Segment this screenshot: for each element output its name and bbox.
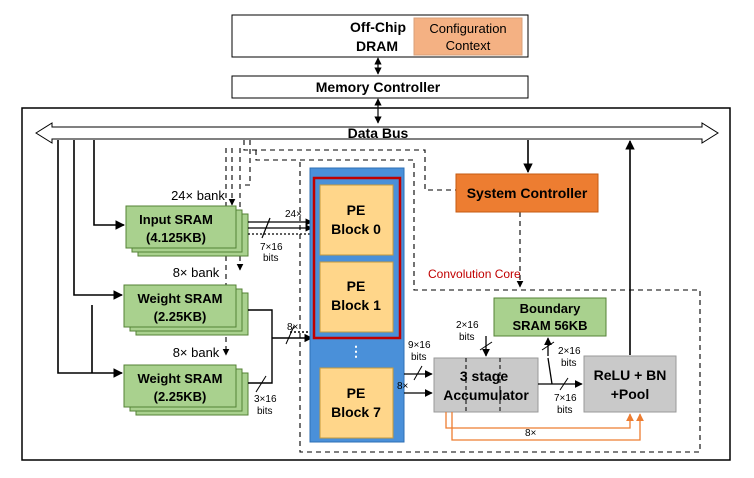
orange-feedback-lines xyxy=(445,412,644,441)
dram-title-line2: DRAM xyxy=(356,38,398,54)
system-controller: System Controller xyxy=(455,173,599,213)
pe-array: PE Block 0 PE Block 1 ⋮ PE Block 7 xyxy=(309,167,405,443)
input-bits-label-2: bits xyxy=(263,253,279,264)
relu-bn-pool: ReLU + BN +Pool xyxy=(583,355,677,413)
pe-acc-bits-2: bits xyxy=(411,352,427,363)
boundary-sram: Boundary SRAM 56KB xyxy=(493,297,607,337)
bottom-8x-label: 8× xyxy=(525,428,537,439)
weight-bits-label-2: bits xyxy=(257,406,273,417)
weight-sram-2-bank: 8× bank xyxy=(173,345,220,360)
accumulator-line1: 3 stage xyxy=(460,368,508,384)
pe-block-1-line2: Block 1 xyxy=(331,297,381,313)
weight-sram-2-line2: (2.25KB) xyxy=(154,389,207,404)
system-controller-label: System Controller xyxy=(467,185,588,201)
boundary-out-bits-1: 2×16 xyxy=(558,346,581,357)
configuration-context-box xyxy=(413,17,523,56)
memory-controller-label: Memory Controller xyxy=(316,79,441,95)
weight-to-pe-bus xyxy=(248,309,313,393)
boundary-acc-links xyxy=(479,336,583,391)
input-sram-line2: (4.125KB) xyxy=(146,230,206,245)
pe-block-1: PE Block 1 xyxy=(319,261,394,333)
data-bus-label: Data Bus xyxy=(348,125,409,141)
weight-sram-1-bank: 8× bank xyxy=(173,265,220,280)
boundary-sram-line1: Boundary xyxy=(520,301,581,316)
off-chip-dram: Off-Chip DRAM Configuration Context xyxy=(231,14,529,58)
pe-block-7: PE Block 7 xyxy=(319,367,394,439)
boundary-out-bits-2: bits xyxy=(561,358,577,369)
weight-sram-2-line1: Weight SRAM xyxy=(138,371,223,386)
weight-sram-1-line1: Weight SRAM xyxy=(138,291,223,306)
weight-8x-label: 8× xyxy=(287,322,299,333)
pe-block-1-line1: PE xyxy=(347,278,366,294)
pe-group-frame xyxy=(312,176,402,340)
memory-controller: Memory Controller xyxy=(231,75,529,99)
pe-block-7-line1: PE xyxy=(347,385,366,401)
input-to-pe-bus xyxy=(248,217,313,239)
pe-block-0-line2: Block 0 xyxy=(331,221,381,237)
accumulator-line2: Accumulator xyxy=(443,387,529,403)
input-bits-label-1: 7×16 xyxy=(260,242,283,253)
input-24x-label: 24× xyxy=(285,209,302,220)
pe-block-0-line1: PE xyxy=(347,202,366,218)
weight-sram-2: Weight SRAM (2.25KB) 8× bank xyxy=(123,345,249,416)
pe-block-0: PE Block 0 xyxy=(319,184,394,256)
pe-acc-bits-1: 9×16 xyxy=(408,340,431,351)
pe-acc-8x: 8× xyxy=(397,381,409,392)
data-bus xyxy=(35,122,719,144)
input-sram-bank: 24× bank xyxy=(171,188,225,203)
boundary-sram-line2: SRAM 56KB xyxy=(512,318,587,333)
pe-to-acc-bus xyxy=(404,365,433,397)
accumulator: 3 stage Accumulator xyxy=(433,357,539,413)
pe-ellipsis: ⋮ xyxy=(349,343,363,359)
convolution-core-label: Convolution Core xyxy=(428,267,521,281)
config-line2: Context xyxy=(446,38,491,53)
acc-relu-bits-2: bits xyxy=(557,405,573,416)
weight-sram-1-line2: (2.25KB) xyxy=(154,309,207,324)
dram-title-line1: Off-Chip xyxy=(350,19,406,35)
boundary-in-bits-1: 2×16 xyxy=(456,320,479,331)
relu-line2: +Pool xyxy=(611,386,650,402)
boundary-in-bits-2: bits xyxy=(459,332,475,343)
weight-bits-label-1: 3×16 xyxy=(254,394,277,405)
config-line1: Configuration xyxy=(429,21,506,36)
weight-sram-1: Weight SRAM (2.25KB) 8× bank xyxy=(123,265,249,336)
input-sram: Input SRAM (4.125KB) 24× bank xyxy=(125,188,249,257)
input-sram-line1: Input SRAM xyxy=(139,212,213,227)
relu-line1: ReLU + BN xyxy=(594,367,667,383)
pe-block-7-line2: Block 7 xyxy=(331,404,381,420)
bus-taps xyxy=(57,140,635,378)
acc-relu-bits-1: 7×16 xyxy=(554,393,577,404)
chip-boundary xyxy=(21,107,731,461)
